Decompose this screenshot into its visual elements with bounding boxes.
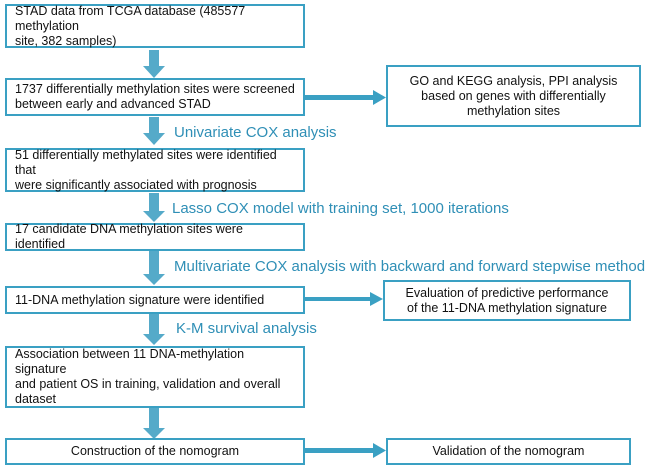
arrow-box6-to-box7 — [143, 408, 165, 439]
arrow-box7-to-side — [303, 443, 386, 458]
box-candidate-sites: 17 candidate DNA methylation sites were … — [5, 222, 305, 251]
box-stad-data: STAD data from TCGA database (485577 met… — [5, 4, 305, 48]
box-predictive-performance: Evaluation of predictive performance of … — [383, 280, 631, 321]
box-differential-sites: 1737 differentially methylation sites we… — [5, 78, 305, 116]
box-go-kegg-analysis: GO and KEGG analysis, PPI analysis based… — [386, 65, 641, 127]
box-validation-nomogram-text: Validation of the nomogram — [432, 444, 585, 458]
box-candidate-sites-text: 17 candidate DNA methylation sites were … — [15, 222, 243, 251]
arrow-box1-to-box2 — [143, 50, 165, 78]
arrow-box4-to-box5 — [143, 251, 165, 285]
arrow-box5-to-side — [303, 292, 383, 306]
step-multivariate-cox: Multivariate COX analysis with backward … — [174, 258, 646, 275]
step-km-survival: K-M survival analysis — [176, 320, 317, 337]
box-signature-identified-text: 11-DNA methylation signature were identi… — [15, 292, 265, 307]
box-predictive-performance-text: Evaluation of predictive performance of … — [405, 285, 609, 315]
arrow-box2-to-box3 — [143, 117, 165, 145]
box-association-os: Association between 11 DNA-methylation s… — [5, 346, 305, 408]
box-stad-data-text: STAD data from TCGA database (485577 met… — [15, 3, 246, 48]
box-association-os-text: Association between 11 DNA-methylation s… — [15, 347, 281, 406]
arrow-box2-to-side — [303, 90, 386, 105]
box-prognostic-sites: 51 differentially methylated sites were … — [5, 148, 305, 192]
box-prognostic-sites-text: 51 differentially methylated sites were … — [15, 147, 277, 192]
arrow-box5-to-box6 — [143, 314, 165, 345]
step-lasso-cox: Lasso COX model with training set, 1000 … — [172, 200, 509, 217]
arrow-box3-to-box4 — [143, 193, 165, 222]
box-differential-sites-text: 1737 differentially methylation sites we… — [15, 82, 295, 111]
box-signature-identified: 11-DNA methylation signature were identi… — [5, 286, 305, 314]
box-go-kegg-analysis-text: GO and KEGG analysis, PPI analysis based… — [409, 73, 618, 118]
box-construction-nomogram-text: Construction of the nomogram — [70, 444, 240, 458]
box-construction-nomogram: Construction of the nomogram — [5, 438, 305, 465]
box-validation-nomogram: Validation of the nomogram — [386, 438, 631, 465]
step-univariate-cox: Univariate COX analysis — [174, 124, 337, 141]
